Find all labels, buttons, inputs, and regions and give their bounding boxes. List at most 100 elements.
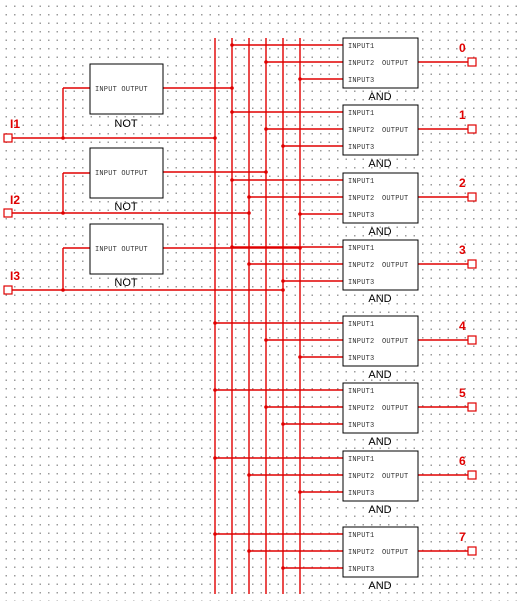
junction-dot bbox=[213, 456, 217, 460]
and-gate-3[interactable]: INPUT1 INPUT2 OUTPUT INPUT3 AND 3 bbox=[342, 239, 466, 305]
and-gate-label: AND bbox=[368, 158, 391, 170]
and-gate-input2-text: INPUT2 bbox=[348, 262, 374, 270]
junction-dot bbox=[213, 321, 217, 325]
and-gate-output-text: OUTPUT bbox=[382, 405, 408, 413]
junction-dot bbox=[298, 490, 302, 494]
and-gate-label: AND bbox=[368, 293, 391, 305]
junction-dot bbox=[61, 211, 65, 215]
junction-dots bbox=[61, 43, 302, 570]
not-gate-label: NOT bbox=[114, 201, 138, 213]
output-label-5: 5 bbox=[459, 386, 466, 400]
and-gate-box[interactable] bbox=[342, 526, 419, 578]
and-gate-input3-text: INPUT3 bbox=[348, 144, 374, 152]
and-gate-output-text: OUTPUT bbox=[382, 127, 408, 135]
not-gate-label: NOT bbox=[114, 277, 138, 289]
output-label-7: 7 bbox=[459, 530, 466, 544]
and-gate-output-text: OUTPUT bbox=[382, 549, 408, 557]
junction-dot bbox=[298, 77, 302, 81]
and-gate-1[interactable]: INPUT1 INPUT2 OUTPUT INPUT3 AND 1 bbox=[342, 104, 466, 170]
and-gate-input2-text: INPUT2 bbox=[348, 127, 374, 135]
input-label-i2: I2 bbox=[10, 193, 20, 207]
and-gate-output-text: OUTPUT bbox=[382, 195, 408, 203]
gates: INPUT OUTPUT NOT INPUT OUTPUT NOT INPUT … bbox=[10, 37, 466, 592]
input-pin-i3[interactable] bbox=[3, 285, 13, 295]
junction-dot bbox=[281, 288, 285, 292]
and-gate-output-text: OUTPUT bbox=[382, 338, 408, 346]
output-label-2: 2 bbox=[459, 176, 466, 190]
and-gate-output-text: OUTPUT bbox=[382, 262, 408, 270]
not-gate-box[interactable] bbox=[89, 223, 164, 275]
and-gate-5[interactable]: INPUT1 INPUT2 OUTPUT INPUT3 AND 5 bbox=[342, 382, 466, 448]
and-gate-output-text: OUTPUT bbox=[382, 60, 408, 68]
and-gate-2[interactable]: INPUT1 INPUT2 OUTPUT INPUT3 AND 2 bbox=[342, 172, 466, 238]
junction-dot bbox=[264, 127, 268, 131]
output-pin-3[interactable] bbox=[467, 259, 477, 269]
junction-dot bbox=[247, 195, 251, 199]
and-gate-box[interactable] bbox=[342, 172, 419, 224]
and-gate-input3-text: INPUT3 bbox=[348, 355, 374, 363]
and-gate-input2-text: INPUT2 bbox=[348, 195, 374, 203]
and-gate-label: AND bbox=[368, 369, 391, 381]
and-gate-input1-text: INPUT1 bbox=[348, 388, 374, 396]
and-gate-input3-text: INPUT3 bbox=[348, 77, 374, 85]
and-gate-7[interactable]: INPUT1 INPUT2 OUTPUT INPUT3 AND 7 bbox=[342, 526, 466, 592]
and-gate-box[interactable] bbox=[342, 382, 419, 434]
not-gate-box[interactable] bbox=[89, 63, 164, 115]
output-pin-2[interactable] bbox=[467, 192, 477, 202]
and-gate-input1-text: INPUT1 bbox=[348, 178, 374, 186]
and-gate-box[interactable] bbox=[342, 239, 419, 291]
and-gate-4[interactable]: INPUT1 INPUT2 OUTPUT INPUT3 AND 4 bbox=[342, 315, 466, 381]
and-gate-0[interactable]: INPUT1 INPUT2 OUTPUT INPUT3 AND 0 bbox=[342, 37, 466, 103]
and-gate-input2-text: INPUT2 bbox=[348, 338, 374, 346]
and-gate-box[interactable] bbox=[342, 450, 419, 502]
not-gate-box[interactable] bbox=[89, 147, 164, 199]
input-pin-i2[interactable] bbox=[3, 208, 13, 218]
junction-dot bbox=[213, 136, 217, 140]
output-pin-0[interactable] bbox=[467, 57, 477, 67]
and-gate-label: AND bbox=[368, 504, 391, 516]
and-gate-input3-text: INPUT3 bbox=[348, 422, 374, 430]
not-gate-pin-text: INPUT OUTPUT bbox=[95, 86, 148, 94]
junction-dot bbox=[61, 288, 65, 292]
junction-dot bbox=[247, 473, 251, 477]
junction-dot bbox=[298, 246, 302, 250]
and-gate-input1-text: INPUT1 bbox=[348, 456, 374, 464]
output-label-3: 3 bbox=[459, 243, 466, 257]
and-gate-input3-text: INPUT3 bbox=[348, 212, 374, 220]
junction-dot bbox=[264, 405, 268, 409]
output-pin-5[interactable] bbox=[467, 402, 477, 412]
and-gate-output-text: OUTPUT bbox=[382, 473, 408, 481]
junction-dot bbox=[281, 566, 285, 570]
output-pin-1[interactable] bbox=[467, 124, 477, 134]
not-gate-2[interactable]: INPUT OUTPUT NOT bbox=[89, 147, 164, 213]
and-gate-input2-text: INPUT2 bbox=[348, 549, 374, 557]
junction-dot bbox=[247, 262, 251, 266]
and-gate-6[interactable]: INPUT1 INPUT2 OUTPUT INPUT3 AND 6 bbox=[342, 450, 466, 516]
output-label-1: 1 bbox=[459, 108, 466, 122]
and-gate-box[interactable] bbox=[342, 37, 419, 89]
output-label-6: 6 bbox=[459, 454, 466, 468]
and-gate-input2-text: INPUT2 bbox=[348, 405, 374, 413]
output-pin-6[interactable] bbox=[467, 470, 477, 480]
not-gate-pin-text: INPUT OUTPUT bbox=[95, 246, 148, 254]
and-gate-label: AND bbox=[368, 436, 391, 448]
junction-dot bbox=[247, 211, 251, 215]
and-gate-box[interactable] bbox=[342, 104, 419, 156]
input-pin-i1[interactable] bbox=[3, 133, 13, 143]
junction-dot bbox=[213, 532, 217, 536]
and-gate-label: AND bbox=[368, 91, 391, 103]
input-label-i3: I3 bbox=[10, 269, 20, 283]
output-label-4: 4 bbox=[459, 319, 466, 333]
output-pin-4[interactable] bbox=[467, 335, 477, 345]
junction-dot bbox=[230, 245, 234, 249]
not-gate-3[interactable]: INPUT OUTPUT NOT bbox=[89, 223, 164, 289]
and-gate-input1-text: INPUT1 bbox=[348, 110, 374, 118]
input-label-i1: I1 bbox=[10, 117, 20, 131]
junction-dot bbox=[298, 355, 302, 359]
output-pin-7[interactable] bbox=[467, 546, 477, 556]
not-gate-1[interactable]: INPUT OUTPUT NOT bbox=[89, 63, 164, 130]
and-gate-box[interactable] bbox=[342, 315, 419, 367]
junction-dot bbox=[61, 136, 65, 140]
